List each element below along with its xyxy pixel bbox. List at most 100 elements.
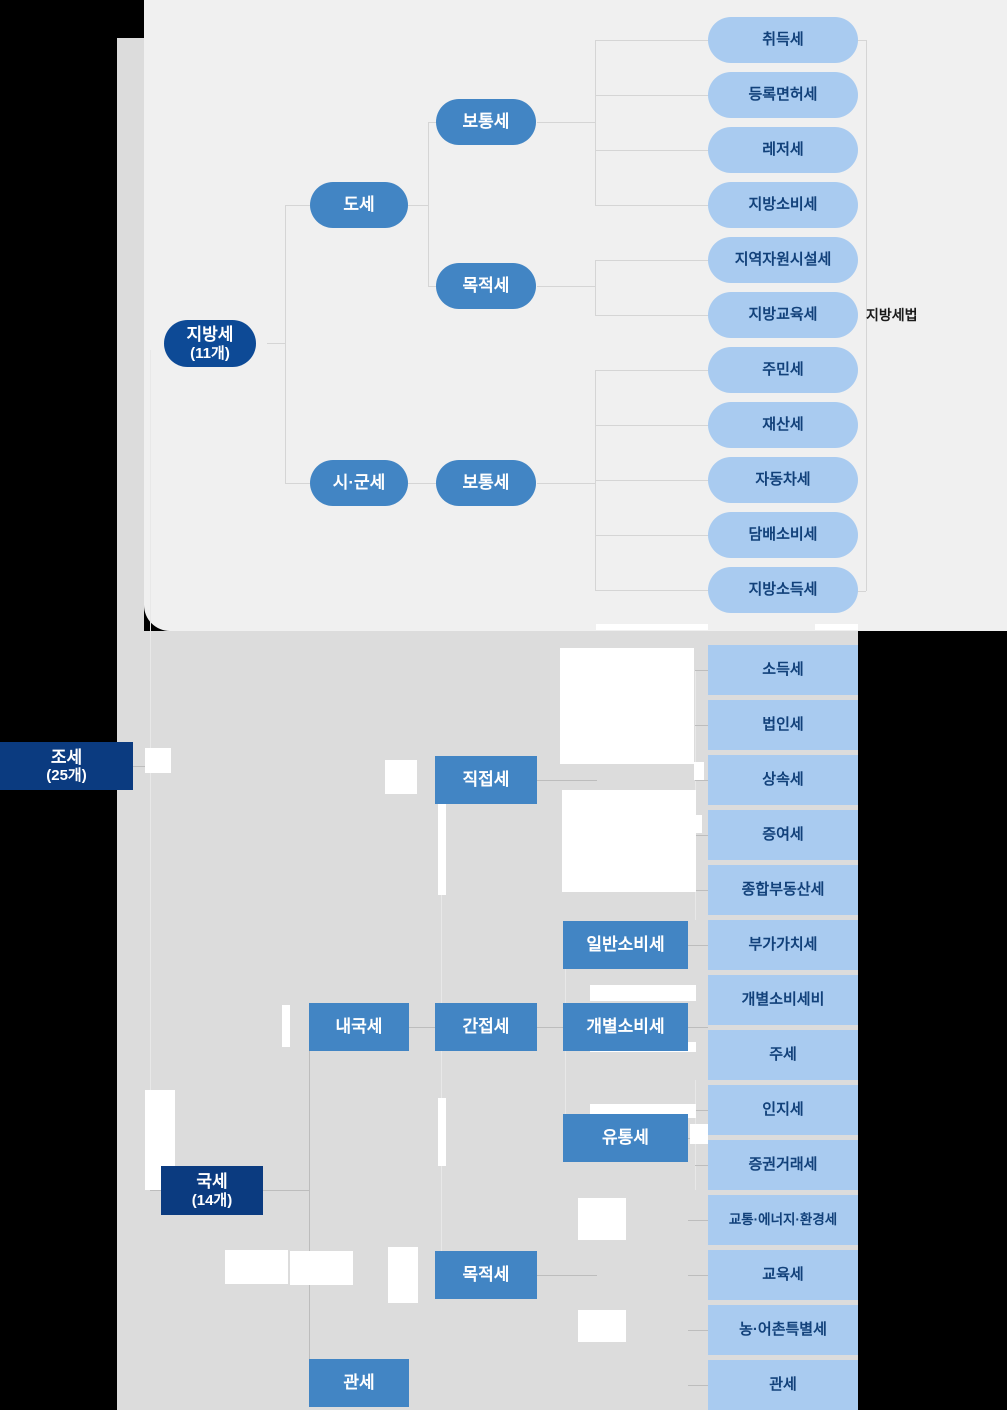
node-customs[interactable]: 관세: [309, 1359, 409, 1407]
render-artifact: [438, 800, 446, 895]
node-label: 상속세: [762, 771, 804, 789]
leaf-regional-resource-facility-tax[interactable]: 지역자원시설세: [708, 237, 858, 283]
local-tax-panel: [144, 0, 1007, 631]
render-artifact: [694, 762, 704, 780]
connector: [537, 483, 595, 484]
node-individual-consumption-tax[interactable]: 개별소비세: [563, 1003, 688, 1051]
leaf-property-tax[interactable]: 재산세: [708, 402, 858, 448]
connector: [695, 780, 709, 781]
node-label: 도세: [343, 195, 375, 215]
leaf-registration-license-tax[interactable]: 등록면허세: [708, 72, 858, 118]
connector: [309, 1027, 310, 1383]
node-general-consumption-tax[interactable]: 일반소비세: [563, 921, 688, 969]
node-label: 법인세: [762, 716, 804, 734]
leaf-inheritance-tax[interactable]: 상속세: [708, 755, 858, 805]
connector: [688, 945, 708, 946]
node-province-tax[interactable]: 도세: [310, 182, 408, 228]
node-province-ordinary-tax[interactable]: 보통세: [436, 99, 536, 145]
node-label: 주세: [769, 1046, 797, 1064]
connector: [595, 205, 710, 206]
render-artifact: [690, 1124, 708, 1144]
node-label: 부가가치세: [748, 936, 818, 954]
connector: [688, 1027, 708, 1028]
leaf-customs-duty[interactable]: 관세: [708, 1360, 858, 1410]
node-label: 관세: [343, 1373, 375, 1393]
leaf-corporate-tax[interactable]: 법인세: [708, 700, 858, 750]
node-label: 국세: [196, 1172, 228, 1192]
connector: [595, 370, 710, 371]
node-count: (25개): [46, 767, 87, 785]
connector: [537, 286, 595, 287]
leaf-securities-transaction-tax[interactable]: 증권거래세: [708, 1140, 858, 1190]
node-label: 지방교육세: [748, 306, 818, 324]
leaf-local-consumption-tax[interactable]: 지방소비세: [708, 182, 858, 228]
connector: [688, 1220, 709, 1221]
node-label: 직접세: [462, 770, 510, 790]
leaf-resident-tax[interactable]: 주민세: [708, 347, 858, 393]
leaf-acquisition-tax[interactable]: 취득세: [708, 17, 858, 63]
render-artifact: [145, 748, 171, 773]
leaf-farm-fishing-special-tax[interactable]: 농·어촌특별세: [708, 1305, 858, 1355]
node-indirect-tax[interactable]: 간접세: [435, 1003, 537, 1051]
leaf-value-added-tax[interactable]: 부가가치세: [708, 920, 858, 970]
render-artifact: [560, 648, 694, 764]
node-province-purpose-tax[interactable]: 목적세: [436, 263, 536, 309]
node-label: 내국세: [335, 1017, 383, 1037]
node-label: 간접세: [462, 1017, 510, 1037]
leaf-gift-tax[interactable]: 증여세: [708, 810, 858, 860]
node-internal-tax[interactable]: 내국세: [309, 1003, 409, 1051]
leaf-leisure-tax[interactable]: 레저세: [708, 127, 858, 173]
node-tax-root[interactable]: 조세 (25개): [0, 742, 133, 790]
connector: [688, 1330, 709, 1331]
connector: [688, 1385, 709, 1386]
connector: [595, 535, 710, 536]
node-label: 보통세: [462, 473, 510, 493]
connector: [695, 725, 709, 726]
connector: [688, 1275, 709, 1276]
connector: [409, 1027, 441, 1028]
leaf-transport-energy-environment-tax[interactable]: 교통·에너지·환경세: [708, 1195, 858, 1245]
connector: [595, 40, 596, 205]
node-purpose-tax[interactable]: 목적세: [435, 1251, 537, 1299]
leaf-liquor-tax[interactable]: 주세: [708, 1030, 858, 1080]
node-label: 지역자원시설세: [734, 251, 832, 269]
node-national-tax[interactable]: 국세 (14개): [161, 1166, 263, 1215]
connector: [595, 260, 596, 315]
leaf-comprehensive-real-estate-tax[interactable]: 종합부동산세: [708, 865, 858, 915]
connector: [595, 260, 710, 261]
connector: [285, 205, 286, 483]
node-direct-tax[interactable]: 직접세: [435, 756, 537, 804]
node-label: 목적세: [462, 276, 510, 296]
leaf-local-education-tax[interactable]: 지방교육세: [708, 292, 858, 338]
render-artifact: [590, 985, 696, 1001]
connector: [537, 780, 597, 781]
leaf-stamp-tax[interactable]: 인지세: [708, 1085, 858, 1135]
leaf-income-tax[interactable]: 소득세: [708, 645, 858, 695]
node-label: 종합부동산세: [741, 881, 825, 899]
connector: [595, 590, 710, 591]
node-label: 교통·에너지·환경세: [728, 1212, 838, 1228]
connector: [285, 205, 310, 206]
node-city-county-tax[interactable]: 시·군세: [310, 460, 408, 506]
node-label: 지방소비세: [748, 196, 818, 214]
render-artifact: [438, 1098, 446, 1166]
leaf-tobacco-consumption-tax[interactable]: 담배소비세: [708, 512, 858, 558]
render-artifact: [578, 1310, 626, 1342]
node-label: 조세: [50, 747, 83, 767]
connector: [133, 766, 145, 767]
node-count: (11개): [190, 344, 230, 362]
node-city-ordinary-tax[interactable]: 보통세: [436, 460, 536, 506]
leaf-education-tax[interactable]: 교육세: [708, 1250, 858, 1300]
local-tax-law-label: 지방세법: [866, 307, 918, 323]
node-local-tax-root[interactable]: 지방세 (11개): [164, 320, 256, 367]
node-distribution-tax[interactable]: 유통세: [563, 1114, 688, 1162]
leaf-automobile-tax[interactable]: 자동차세: [708, 457, 858, 503]
render-artifact: [562, 790, 696, 892]
leaf-individual-consumption-tax[interactable]: 개별소비세비: [708, 975, 858, 1025]
connector: [595, 95, 710, 96]
leaf-local-income-tax[interactable]: 지방소득세: [708, 567, 858, 613]
node-label: 개별소비세비: [741, 991, 825, 1009]
connector: [408, 205, 428, 206]
node-label: 자동차세: [755, 471, 811, 489]
